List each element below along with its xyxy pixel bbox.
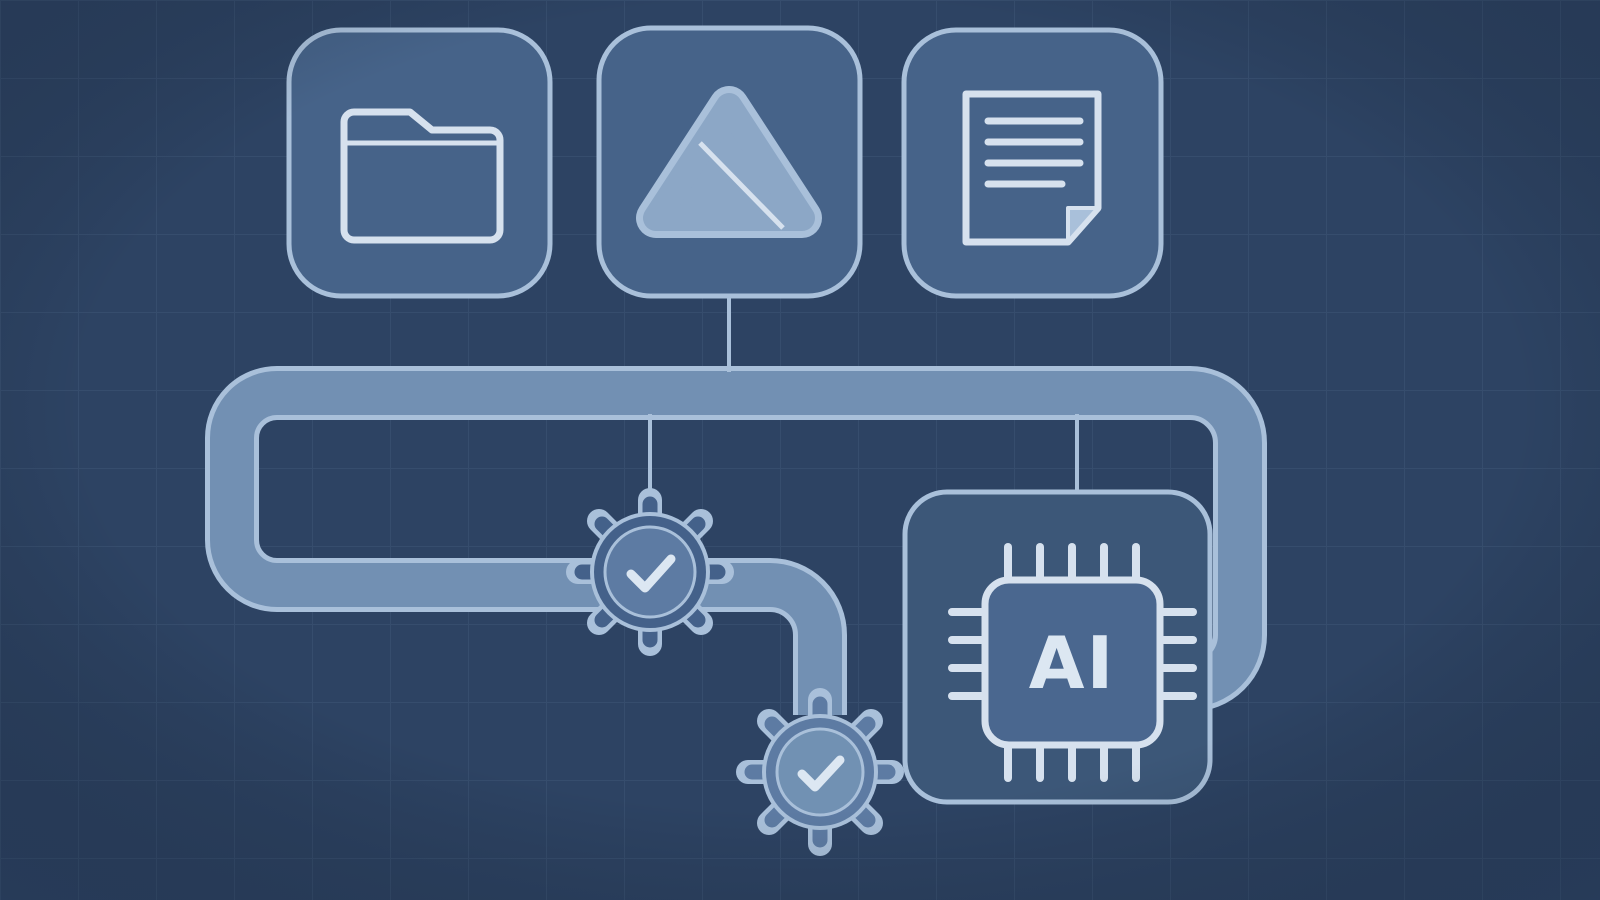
gear-check-icon-1 — [566, 488, 734, 656]
ai-chip-card: AI — [902, 489, 1213, 805]
document-card — [901, 27, 1164, 299]
gear-check-icon-2 — [736, 688, 904, 856]
folder-card — [286, 27, 553, 299]
triangle-card — [596, 25, 863, 299]
ai-chip-label: AI — [1029, 621, 1116, 705]
